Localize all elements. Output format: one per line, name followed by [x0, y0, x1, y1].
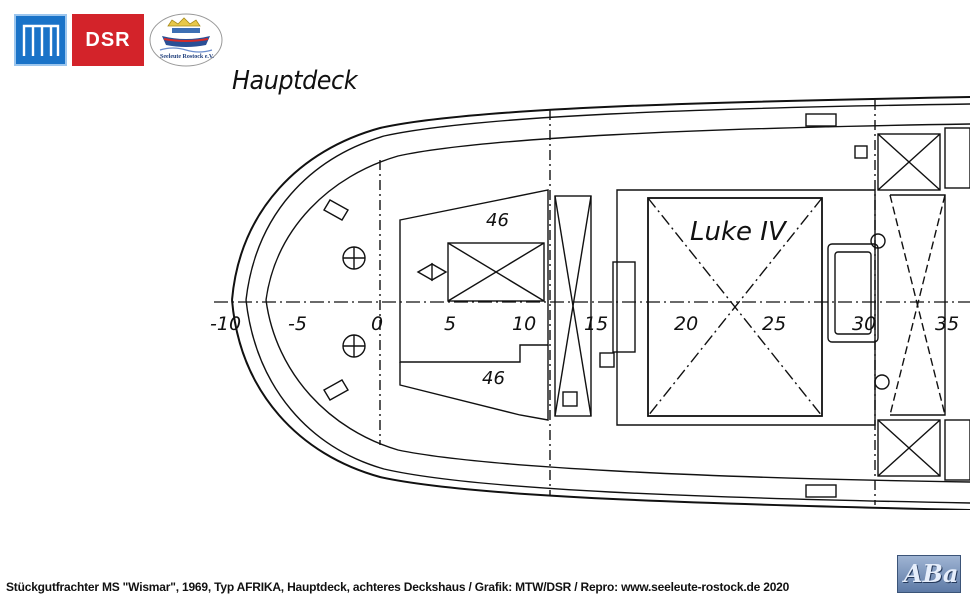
seeleute-rostock-seal: Seeleute Rostock e.V. [148, 12, 224, 68]
windlass-frame [554, 195, 592, 417]
room-number-starboard: 46 [482, 368, 505, 389]
seal-label: Seeleute Rostock e.V. [160, 54, 214, 60]
hatch-coaming [616, 189, 876, 426]
frame-mark: 20 [674, 313, 698, 335]
aba-badge: ABa [897, 555, 961, 593]
hatch-cover [647, 197, 823, 417]
dsr-logo: DSR [72, 14, 144, 66]
frame-mark: 35 [935, 313, 959, 335]
ship-seal-icon [149, 13, 223, 67]
deckhouse-store-port [877, 133, 941, 191]
hull-outline-starboard [231, 299, 970, 510]
frame-mark: 0 [371, 313, 383, 335]
frame-mark: 30 [852, 313, 876, 335]
deck-edge-port [265, 123, 970, 301]
room-number-port: 46 [486, 210, 509, 231]
deckhouse-store-starboard [877, 419, 941, 477]
frame-mark: -10 [210, 313, 241, 335]
deck-vent [827, 243, 879, 343]
bollard-starboard [874, 374, 890, 390]
aba-badge-text: ABa [904, 559, 959, 588]
frame-mark: 10 [512, 313, 536, 335]
deck-title: Hauptdeck [232, 66, 358, 96]
deckhouse-wall [890, 194, 946, 416]
hull-line-inner-starboard [245, 299, 970, 504]
image-caption: Stückgutfrachter MS "Wismar", 1969, Typ … [6, 580, 790, 594]
frame-mark: -5 [288, 313, 307, 335]
mtw-logo [14, 14, 67, 66]
forecastle-cabin [399, 189, 549, 363]
mtw-logo-icon [22, 24, 60, 56]
deck-edge-starboard [265, 299, 970, 483]
hull-outline-port [231, 96, 970, 301]
deck-plan-drawing: -10 -5 0 5 10 15 20 25 30 35 46 46 Luke … [210, 96, 970, 510]
hull-line-inner-port [245, 103, 970, 301]
windlass-drum [612, 261, 636, 353]
frame-mark: 15 [584, 313, 608, 335]
bollard-port [870, 233, 886, 249]
frame-mark: 5 [444, 313, 456, 335]
frame-mark: 25 [762, 313, 786, 335]
forecastle-locker [447, 242, 545, 302]
hatch-label: Luke IV [690, 217, 788, 247]
